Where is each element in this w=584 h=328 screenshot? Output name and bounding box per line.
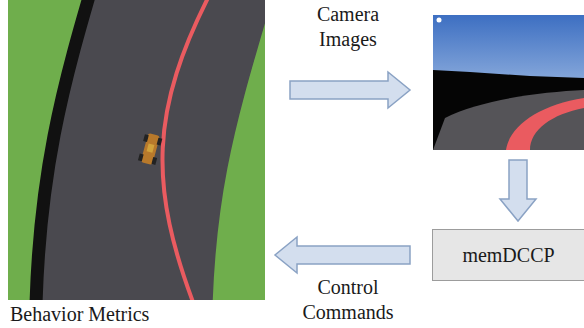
simulator-view: Behavior Metrics [0,0,280,328]
block-arrow [290,72,410,108]
block-arrow [275,237,410,273]
edge-label: Camera Images [293,2,403,52]
node-title: Behavior Metrics [10,302,149,327]
model-box: memDCCP [432,229,584,281]
flow-arrow [290,72,536,221]
flow-arrow [275,237,410,273]
track-view [8,0,265,300]
node-title: memDCCP [462,243,554,268]
block-arrow [500,160,536,221]
camera-image [433,15,584,150]
edge-label: Control Commands [293,275,403,325]
car [138,132,163,166]
